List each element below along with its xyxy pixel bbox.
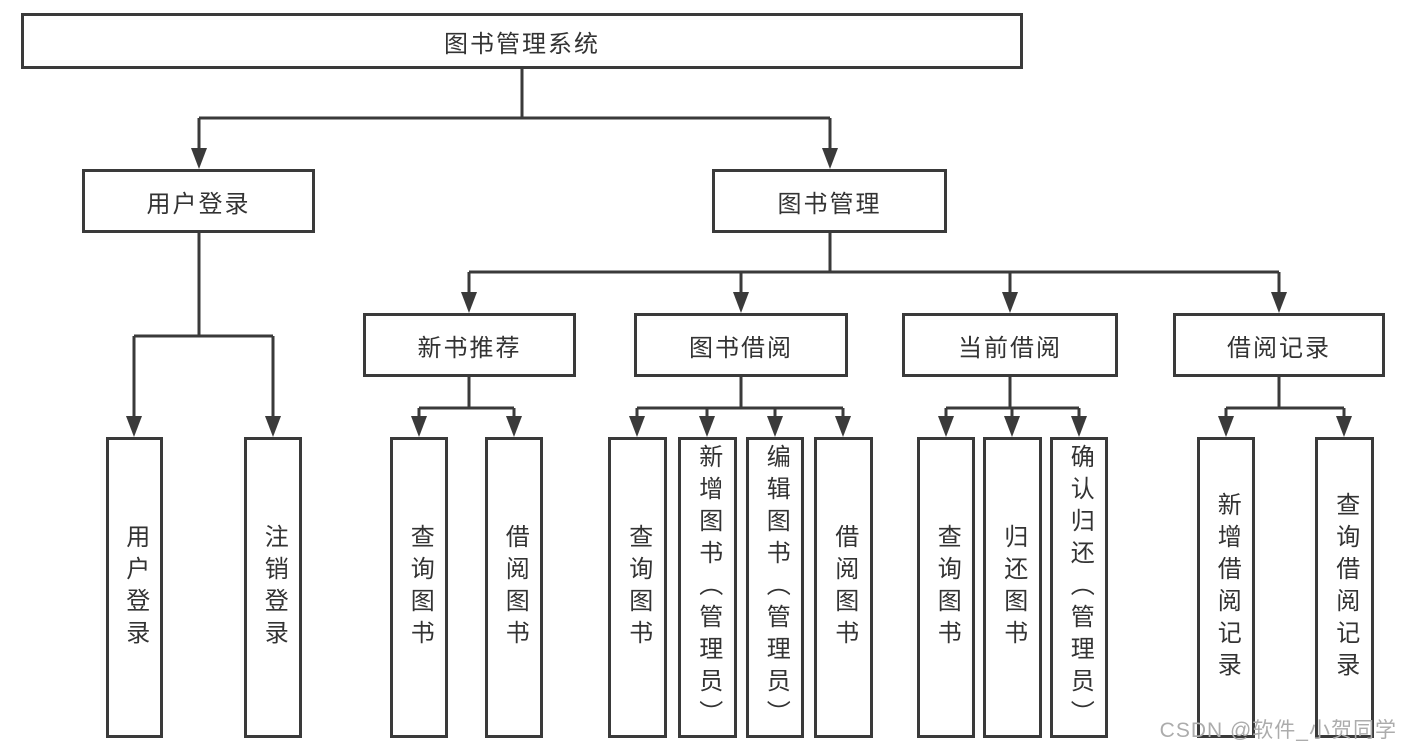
connector-book-management-to-level3 — [467, 233, 1281, 296]
node-label: 新增图书（管理员） — [694, 443, 722, 732]
connector-records-to-leaves — [1224, 377, 1346, 420]
connector-user-login-to-leaves — [132, 233, 275, 420]
node-label: 确认归还（管理员） — [1066, 443, 1094, 732]
node-label: 归还图书 — [999, 523, 1027, 652]
node-label: 注销登录 — [260, 523, 288, 652]
node-label: 图书管理 — [777, 190, 882, 218]
node-label: 新增借阅记录 — [1213, 491, 1241, 684]
node-label: 用户登录 — [121, 523, 149, 652]
node-label: 借阅记录 — [1227, 334, 1331, 362]
node-user-login: 用户登录 — [82, 169, 315, 233]
node-label: 借阅图书 — [830, 523, 858, 652]
node-label: 查询图书 — [933, 523, 961, 652]
arrow-icon — [1004, 416, 1020, 437]
leaf-borrow-books: 借阅图书 — [814, 437, 873, 738]
arrow-icon — [733, 292, 749, 313]
leaf-edit-books-admin: 编辑图书（管理员） — [746, 437, 804, 738]
arrow-icon — [938, 416, 954, 437]
connector-root-to-level2 — [197, 69, 832, 152]
node-current-borrow: 当前借阅 — [902, 313, 1118, 377]
node-label: 图书借阅 — [689, 334, 793, 362]
leaf-add-borrow-record: 新增借阅记录 — [1197, 437, 1255, 738]
connector-recommend-to-leaves — [417, 377, 516, 420]
connector-current-to-leaves — [944, 377, 1081, 420]
leaf-logout-login: 注销登录 — [244, 437, 302, 738]
arrow-icon — [191, 148, 207, 169]
arrow-icon — [461, 292, 477, 313]
arrowheads — [126, 148, 1352, 437]
arrow-icon — [1218, 416, 1234, 437]
node-borrow-records: 借阅记录 — [1173, 313, 1385, 377]
node-label: 借阅图书 — [501, 523, 529, 652]
arrow-icon — [411, 416, 427, 437]
node-new-book-recommend: 新书推荐 — [363, 313, 576, 377]
leaf-query-books-recommend: 查询图书 — [390, 437, 448, 738]
node-label: 新书推荐 — [417, 334, 522, 362]
csdn-watermark: CSDN @软件_小贺同学 — [1159, 719, 1397, 742]
arrow-icon — [629, 416, 645, 437]
leaf-query-books-borrow: 查询图书 — [608, 437, 667, 738]
arrow-icon — [506, 416, 522, 437]
leaf-confirm-return-admin: 确认归还（管理员） — [1050, 437, 1108, 738]
leaf-add-books-admin: 新增图书（管理员） — [678, 437, 737, 738]
leaf-query-borrow-record: 查询借阅记录 — [1315, 437, 1374, 738]
arrow-icon — [767, 416, 783, 437]
arrow-icon — [126, 416, 142, 437]
node-label: 用户登录 — [146, 190, 251, 218]
node-label: 查询图书 — [406, 523, 434, 652]
node-book-borrow: 图书借阅 — [634, 313, 848, 377]
leaf-borrow-books-recommend: 借阅图书 — [485, 437, 543, 738]
arrow-icon — [1002, 292, 1018, 313]
arrow-icon — [835, 416, 851, 437]
node-label: 查询借阅记录 — [1331, 491, 1359, 684]
node-label: 当前借阅 — [958, 334, 1062, 362]
arrow-icon — [1071, 416, 1087, 437]
node-book-management: 图书管理 — [712, 169, 947, 233]
node-root: 图书管理系统 — [21, 13, 1023, 69]
node-label: 查询图书 — [624, 523, 652, 652]
arrow-icon — [699, 416, 715, 437]
leaf-query-books-current: 查询图书 — [917, 437, 975, 738]
arrow-icon — [1336, 416, 1352, 437]
arrow-icon — [1271, 292, 1287, 313]
node-label: 图书管理系统 — [444, 30, 600, 58]
leaf-user-login: 用户登录 — [106, 437, 163, 738]
arrow-icon — [822, 148, 838, 169]
node-label: 编辑图书（管理员） — [762, 443, 790, 732]
leaf-return-books: 归还图书 — [983, 437, 1042, 738]
arrow-icon — [265, 416, 281, 437]
connector-borrow-to-leaves — [635, 377, 845, 420]
